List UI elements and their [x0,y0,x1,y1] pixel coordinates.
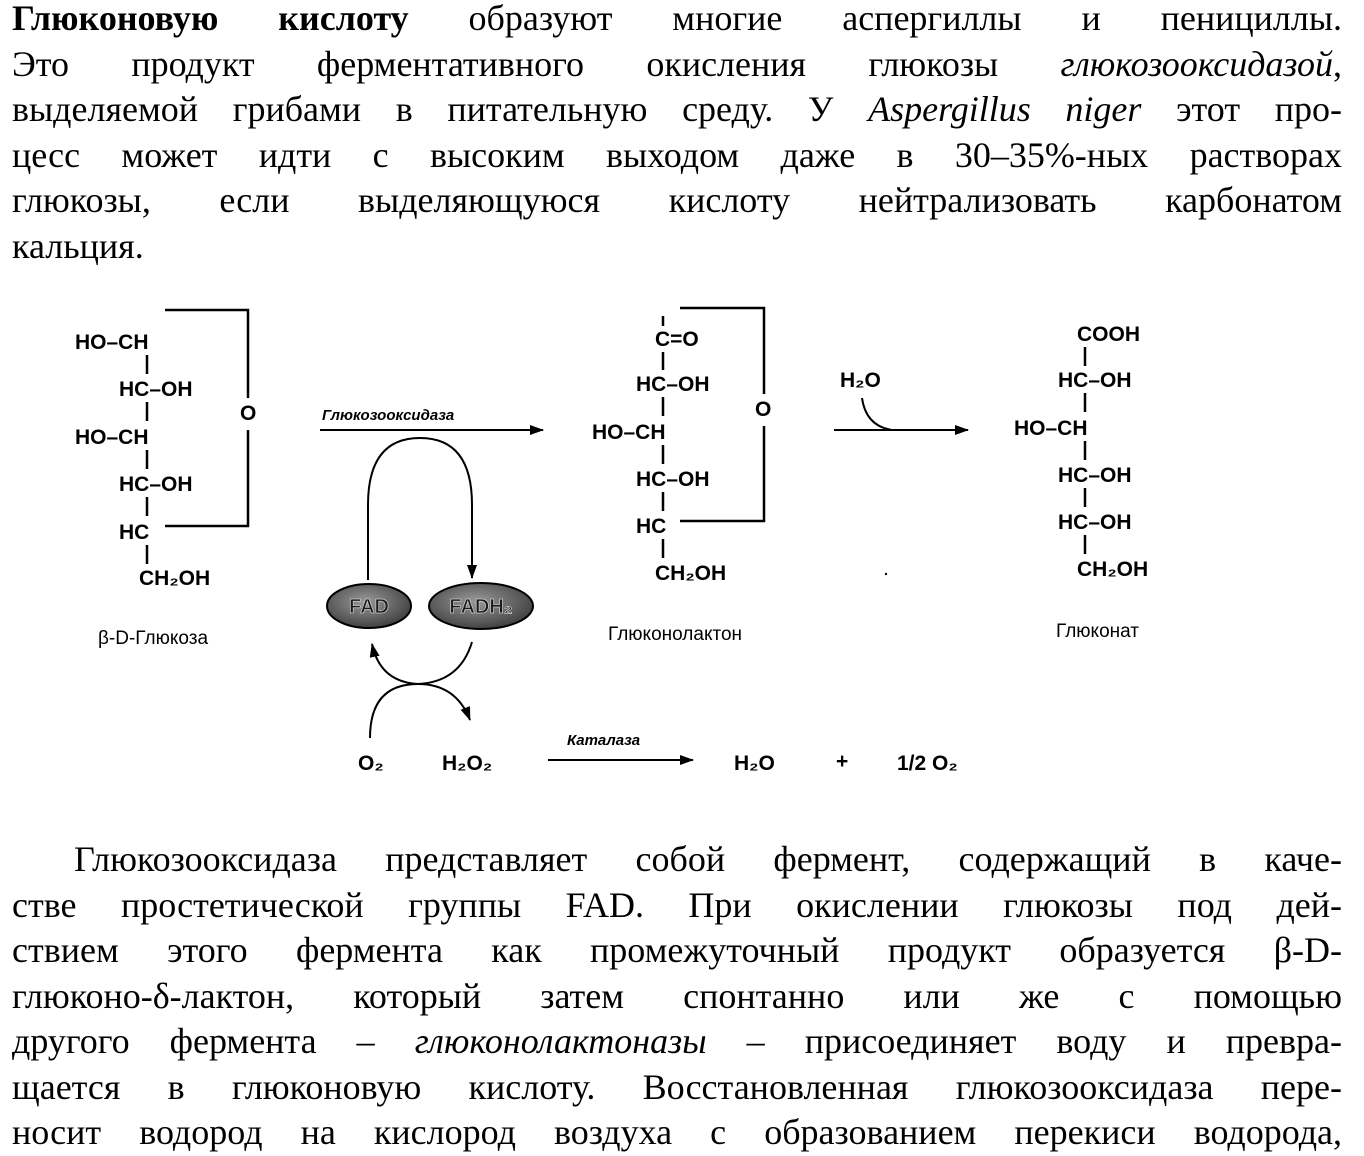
gluconate-row-2: HC–OH [1058,369,1132,392]
fad-reoxidation-arc [369,641,473,686]
fadh2-ellipse: FADH₂ [428,582,534,630]
intro-line-2: Это продукт ферментативного окисления гл… [12,43,1342,84]
body-line-3: ствием этого фермента как промежуточный … [12,930,1342,970]
gluconate-row-5: HC–OH [1058,511,1132,534]
hydrogen-peroxide-label: H₂O₂ [442,752,492,775]
plus-sign: + [836,750,848,773]
aspergillus-niger-term: Aspergillus niger [868,89,1142,129]
glucose-caption: β-D-Глюкоза [98,628,208,649]
gluconolactone-row-6: CH₂OH [655,562,726,585]
glucose-row-6: CH₂OH [139,567,210,590]
glucose-oxidase-term: глюкозооксидазой [1060,43,1333,84]
water-entry-curve [861,397,893,431]
gluconolactone-structure: C=O HC–OH HO–CH HC–OH HC CH₂OH O [592,328,771,585]
gluconate-row-6: CH₂OH [1077,558,1148,581]
gluconolactone-row-5: HC [636,515,666,538]
oxygen-label: O₂ [358,752,384,775]
body-line-6: щается в глюконовую кислоту. Восстановле… [12,1066,1342,1107]
glucose-row-1: HO–CH [75,331,149,354]
fad-ellipse: FAD [326,583,412,629]
fad-label: FAD [349,596,389,618]
intro-line-6: кальция. [12,225,144,266]
intro-line-1: Глюконовую кислоту образуют многие аспер… [12,0,1342,38]
body-line-2: стве простетической группы FAD. При окис… [12,884,1342,925]
gluconolactone-row-2: HC–OH [636,373,710,396]
oxygen-to-peroxide-arc [369,682,471,739]
intro-line-4: цесс может идти с высоким выходом даже в… [12,134,1342,175]
gluconate-caption: Глюконат [1056,621,1139,642]
body-line-5: другого фермента – глюконолактоназы – пр… [12,1021,1343,1061]
print-speck [884,572,888,576]
glucose-row-5: HC [119,521,149,544]
gluconolactonase-term: глюконолактоназы [414,1021,707,1061]
glucose-row-3: HO–CH [75,426,149,449]
peroxide-equation: O₂ H₂O₂ H₂O + 1/2 O₂ [358,750,958,775]
glucose-bonds [145,308,250,564]
gluconate-row-3: HO–CH [1014,417,1088,440]
glucose-oxidase-label: Глюкозооксидаза [322,407,454,424]
body-line-4: глюконо-δ-лактон, который затем спонтанн… [12,975,1342,1016]
intro-paragraph: Глюконовую кислоту образуют многие аспер… [12,0,1342,269]
glucose-ring-oxygen: O [240,402,256,425]
body-line-7: носит водород на кислород воздуха с обра… [12,1112,1342,1152]
glucose-oxidase-paragraph: Глюкозооксидаза представляет собой ферме… [12,837,1342,1156]
gluconate-row-1: COOH [1077,323,1140,346]
half-oxygen-label: 1/2 O₂ [897,752,958,775]
glucose-structure: HO–CH HC–OH HO–CH HC–OH HC CH₂OH O [75,331,256,590]
gluconolactone-row-3: HO–CH [592,421,666,444]
intro-line-5: глюкозы, если выделяющуюся кислоту нейтр… [12,180,1342,220]
fad-reduction-arc [367,436,477,580]
gluconate-structure: COOH HC–OH HO–CH HC–OH HC–OH CH₂OH [1014,323,1148,581]
gluconolactone-bonds [661,306,766,558]
gluconolactone-caption: Глюконолактон [608,624,742,645]
gluconolactone-row-4: HC–OH [636,468,710,491]
catalase-water-label: H₂O [734,752,775,775]
fadh2-label: FADH₂ [449,596,512,618]
hydrolysis-water-label: H₂O [840,369,881,392]
catalase-label: Каталаза [567,732,640,749]
gluconolactone-ring-oxygen: O [755,398,771,421]
gluconic-acid-term: Глюконовую кислоту [12,0,409,38]
gluconate-row-4: HC–OH [1058,464,1132,487]
glucose-row-2: HC–OH [119,378,193,401]
gluconolactone-row-1: C=O [655,328,699,351]
glucose-row-4: HC–OH [119,473,193,496]
body-line-1: Глюкозооксидаза представляет собой ферме… [74,839,1342,879]
glucose-oxidation-scheme: HO–CH HC–OH HO–CH HC–OH HC CH₂OH O β-D-Г… [75,306,1148,775]
intro-line-3: выделяемой грибами в питательную среду. … [12,89,1342,129]
